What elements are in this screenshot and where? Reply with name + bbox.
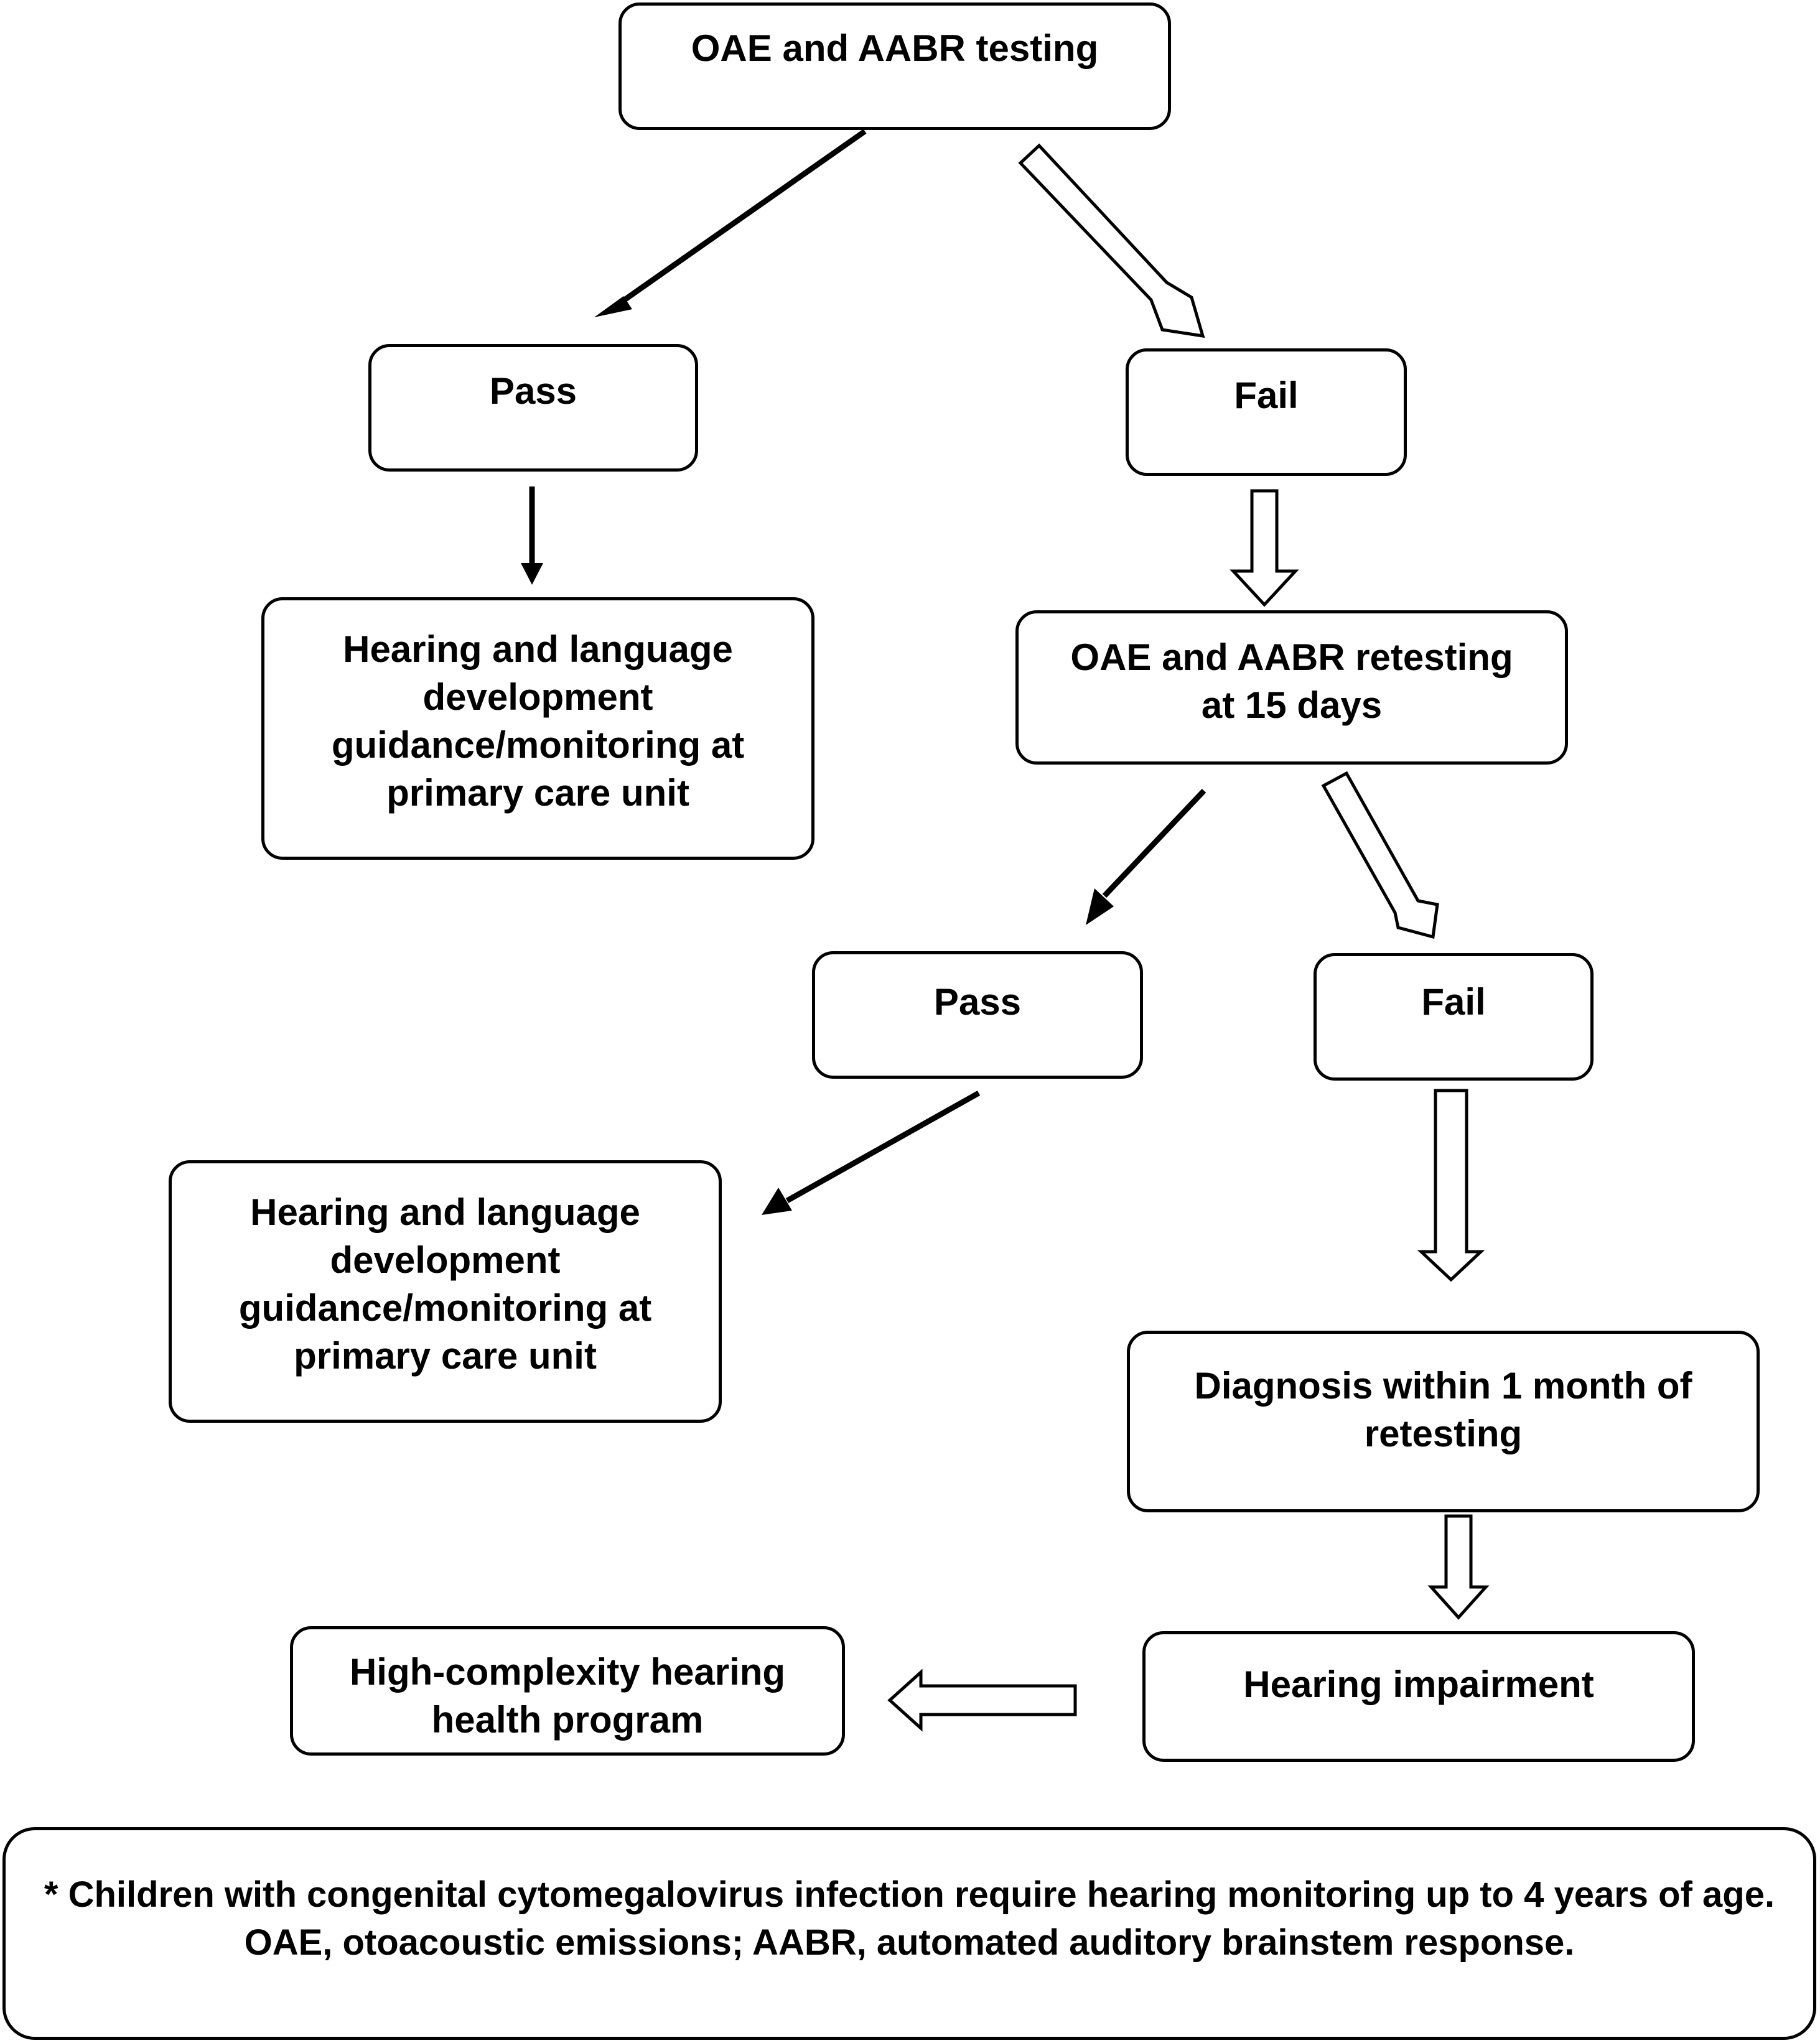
arrow-fail-1-to-retest [1230,489,1299,607]
node-pass-2: Pass [812,951,1143,1079]
arrow-initial-to-pass-1-head [594,296,632,317]
node-monitoring-1: Hearing and language development guidanc… [261,597,814,860]
node-monitoring-1-label: Hearing and language development guidanc… [331,628,745,814]
node-diagnosis: Diagnosis within 1 month of retesting [1127,1331,1760,1512]
node-pass-2-label: Pass [933,981,1022,1023]
hollow-arrows [887,143,1490,1732]
node-fail-2: Fail [1314,953,1594,1081]
solid-arrows [521,129,1206,1215]
arrow-retest-to-pass-2-head [1086,888,1114,925]
arrow-impairment-to-program [887,1668,1077,1732]
node-fail-2-label: Fail [1421,981,1486,1023]
arrow-pass-2-to-monitoring-2 [785,1091,981,1203]
node-retest: OAE and AABR retesting at 15 days [1015,610,1568,765]
node-fail-1: Fail [1126,348,1407,476]
arrow-initial-to-fail-1 [1018,143,1205,338]
node-hearing-impairment: Hearing impairment [1142,1631,1695,1762]
node-fail-1-label: Fail [1234,375,1299,416]
footnote-box: * Children with congenital cytomegalovir… [2,1827,1816,2040]
node-program-label: High-complexity hearing health program [349,1651,786,1741]
node-pass-1-label: Pass [489,370,577,412]
node-monitoring-2-label: Hearing and language development guidanc… [238,1191,652,1377]
arrow-diagnosis-to-impairment [1427,1514,1490,1620]
node-monitoring-2: Hearing and language development guidanc… [169,1160,722,1423]
node-diagnosis-label: Diagnosis within 1 month of retesting [1194,1365,1692,1454]
node-hearing-impairment-label: Hearing impairment [1243,1664,1594,1705]
arrow-fail-2-to-diagnosis [1417,1089,1485,1282]
node-initial-testing-label: OAE and AABR testing [691,27,1099,69]
arrow-initial-to-pass-1 [617,129,867,306]
node-retest-label: OAE and AABR retesting at 15 days [1070,636,1513,726]
node-program: High-complexity hearing health program [290,1626,845,1756]
arrow-pass-2-to-monitoring-2-head [762,1188,792,1215]
arrow-retest-to-pass-2 [1102,788,1206,898]
node-pass-1: Pass [368,344,698,472]
arrow-retest-to-fail-2 [1321,771,1439,939]
arrow-pass-1-to-monitoring-1-head [521,563,543,585]
footnote-text: * Children with congenital cytomegalovir… [44,1874,1775,1963]
node-initial-testing: OAE and AABR testing [618,2,1171,130]
